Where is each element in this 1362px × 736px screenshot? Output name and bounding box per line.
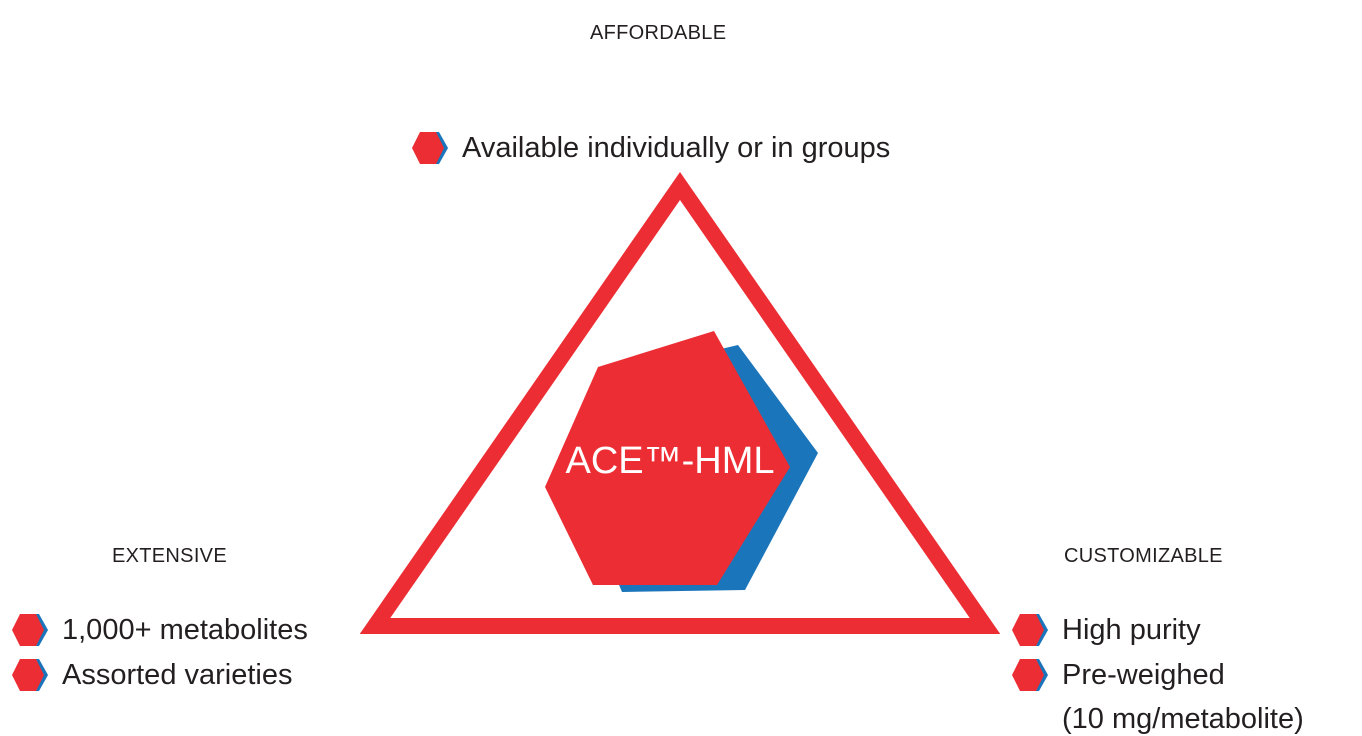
- item-text: High purity: [1062, 613, 1201, 646]
- triangle-outline: [359, 171, 1001, 634]
- item-continuation: (10 mg/metabolite): [1062, 703, 1304, 735]
- hexagon-bullet-icon: [10, 612, 50, 648]
- list-item: 1,000+ metabolites: [10, 612, 308, 648]
- heading-extensive: EXTENSIVE: [112, 545, 227, 567]
- heading-affordable: AFFORDABLE: [590, 22, 727, 44]
- item-text: Pre-weighed: [1062, 658, 1225, 691]
- center-label: ACE™-HML: [565, 440, 775, 482]
- hexagon-bullet-icon: [410, 130, 450, 166]
- item-text: Available individually or in groups: [462, 131, 891, 164]
- heading-customizable: CUSTOMIZABLE: [1064, 545, 1223, 567]
- hexagon-bullet-icon: [10, 657, 50, 693]
- list-item: Available individually or in groups: [410, 130, 890, 166]
- hexagon-icon: [545, 331, 790, 585]
- list-item: Pre-weighed: [1010, 657, 1225, 693]
- hexagon-bullet-icon: [1010, 612, 1050, 648]
- hexagon-bullet-icon: [1010, 657, 1050, 693]
- item-text: 1,000+ metabolites: [62, 613, 308, 646]
- item-text: Assorted varieties: [62, 658, 293, 691]
- list-item: High purity: [1010, 612, 1201, 648]
- list-item: Assorted varieties: [10, 657, 293, 693]
